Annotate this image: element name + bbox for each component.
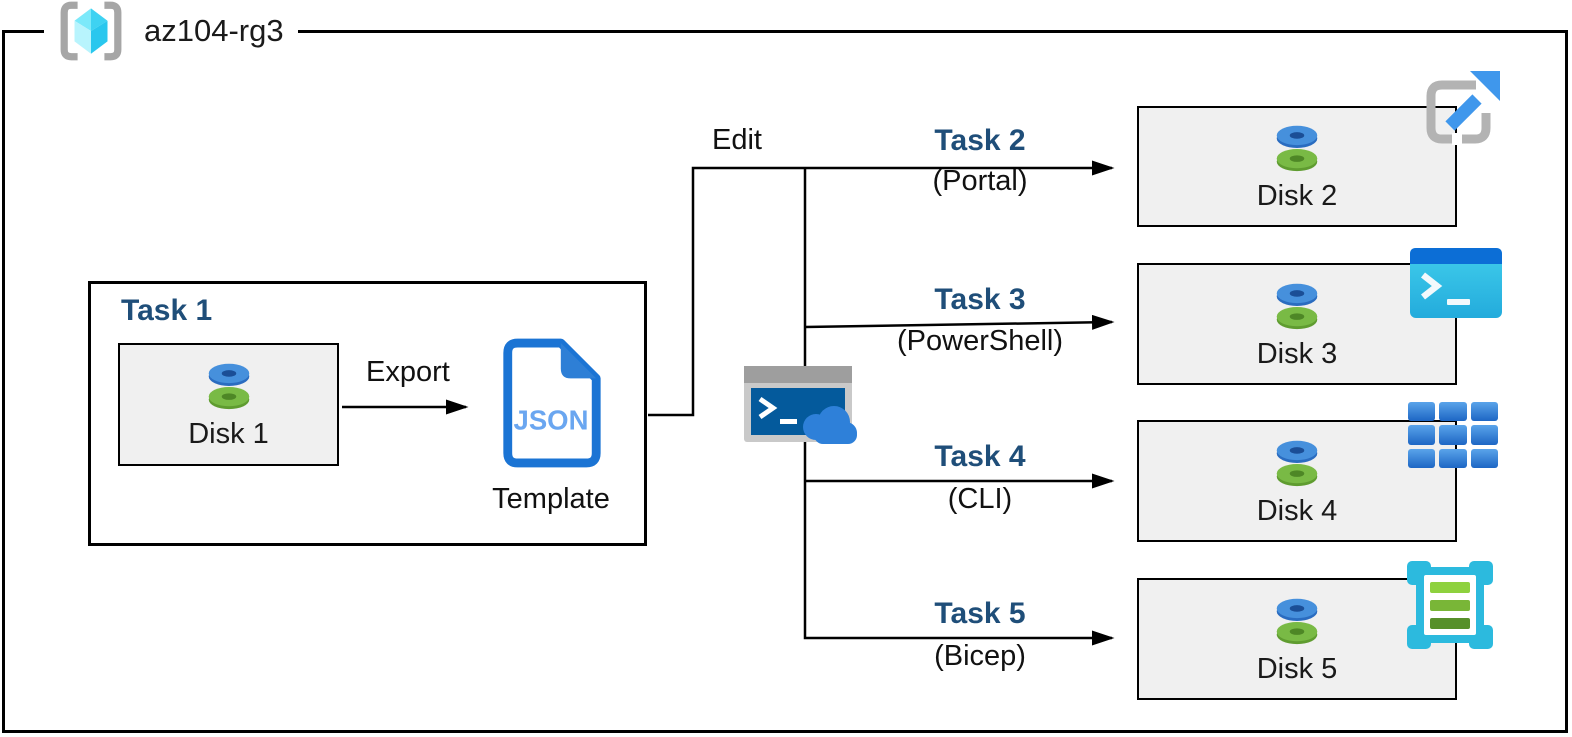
json-text: JSON [514, 405, 589, 436]
disk-label: Disk 5 [1256, 652, 1338, 685]
resource-group-title: az104-rg3 [144, 13, 284, 48]
disk5-box: Disk 5 [1137, 578, 1457, 700]
task3-method: (PowerShell) [897, 325, 1063, 357]
disk3-box: Disk 3 [1137, 263, 1457, 385]
task4-label: Task 4 [934, 440, 1026, 473]
task5-label: Task 5 [934, 597, 1026, 630]
task2-label: Task 2 [934, 124, 1026, 157]
export-label: Export [366, 356, 450, 388]
disk-icon [208, 363, 249, 410]
task1-title: Task 1 [121, 294, 213, 327]
disk-icon [1276, 125, 1318, 172]
task2-method: (Portal) [932, 165, 1028, 197]
edit-label: Edit [712, 124, 762, 156]
task4-method: (CLI) [947, 483, 1013, 515]
disk-icon [1276, 598, 1318, 644]
disk2-box: Disk 2 [1137, 106, 1457, 227]
task3-label: Task 3 [934, 283, 1026, 316]
portal-icon [1426, 71, 1500, 145]
disk4-box: Disk 4 [1137, 420, 1457, 542]
bicep-template-icon [1407, 561, 1493, 649]
template-label: Template [492, 483, 610, 515]
disk-label: Disk 4 [1256, 494, 1338, 527]
disk-label: Disk 3 [1256, 337, 1338, 370]
disk-label: Disk 2 [1256, 180, 1338, 212]
cloud-shell-icon [744, 366, 857, 444]
resource-group-icon [60, 1, 122, 61]
cli-icon [1408, 402, 1498, 468]
task5-method: (Bicep) [934, 640, 1026, 672]
disk1-box: Disk 1 [118, 343, 339, 466]
disk-icon [1276, 283, 1318, 329]
resource-group-chip: az104-rg3 [44, 0, 298, 62]
disk-icon [1276, 440, 1318, 486]
powershell-icon [1410, 248, 1502, 318]
disk-label: Disk 1 [188, 418, 269, 450]
json-template-icon: JSON [503, 338, 601, 468]
